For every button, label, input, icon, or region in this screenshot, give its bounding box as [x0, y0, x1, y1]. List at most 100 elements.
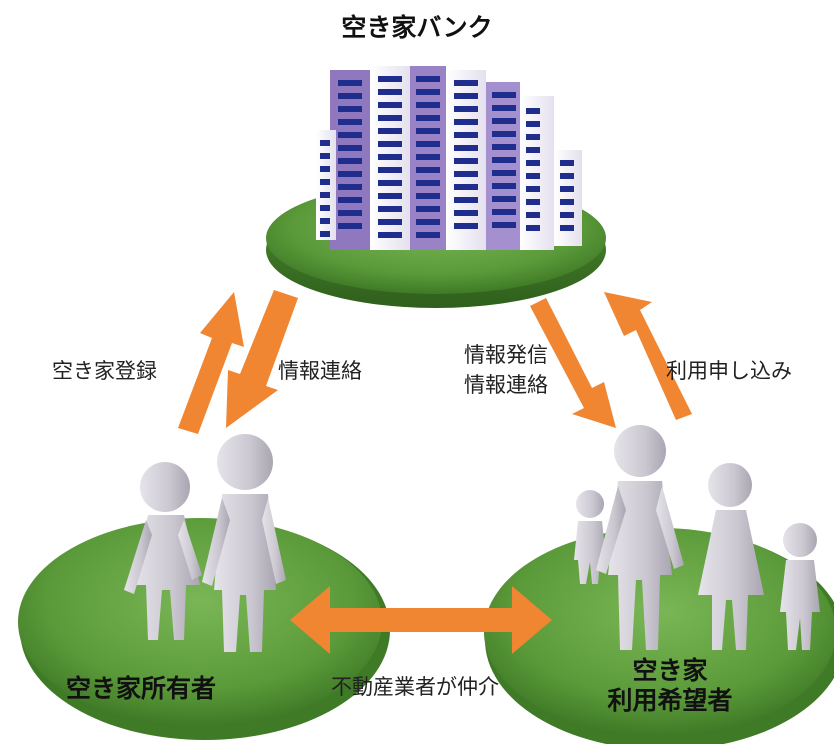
building-window — [492, 157, 516, 163]
building-window — [416, 154, 440, 160]
building-window — [320, 179, 330, 185]
building-window — [454, 158, 478, 164]
building-window — [320, 140, 330, 146]
building-window — [560, 160, 574, 166]
building-window — [320, 153, 330, 159]
building-window — [492, 209, 516, 215]
building-window — [378, 180, 402, 186]
building-window — [378, 154, 402, 160]
building-window — [526, 160, 540, 166]
building-window — [338, 119, 362, 125]
building-window — [526, 134, 540, 140]
building-window — [338, 210, 362, 216]
building-window — [526, 147, 540, 153]
building-window — [338, 80, 362, 86]
building-window — [416, 180, 440, 186]
building-window — [454, 93, 478, 99]
building-window — [338, 106, 362, 112]
label-owner-user: 不動産業者が仲介 — [331, 675, 499, 699]
building-window — [492, 92, 516, 98]
building-window — [492, 183, 516, 189]
label-bank-to-user-1: 情報発信 — [464, 343, 548, 367]
building-window — [416, 89, 440, 95]
building-window — [320, 218, 330, 224]
building-window — [338, 184, 362, 190]
building-window — [338, 132, 362, 138]
building-window — [526, 212, 540, 218]
building-window — [338, 223, 362, 229]
building-window — [416, 219, 440, 225]
building-window — [492, 222, 516, 228]
building-window — [338, 158, 362, 164]
building-window — [560, 225, 574, 231]
diagram-title: 空き家バンク — [341, 13, 493, 42]
building-window — [454, 210, 478, 216]
building-window — [378, 76, 402, 82]
building-window — [492, 118, 516, 124]
arrow-bank-to-owner — [226, 290, 298, 428]
building-window — [378, 206, 402, 212]
building-window — [416, 206, 440, 212]
building-window — [378, 219, 402, 225]
building-window — [320, 166, 330, 172]
building-window — [492, 131, 516, 137]
building-window — [454, 184, 478, 190]
building-window — [416, 115, 440, 121]
building-window — [454, 119, 478, 125]
building-window — [454, 197, 478, 203]
building-window — [416, 193, 440, 199]
owner-platform — [18, 518, 390, 740]
user-label-line2: 利用希望者 — [607, 686, 733, 715]
building-window — [338, 197, 362, 203]
apartment-building-icon — [316, 66, 582, 250]
building-window — [526, 108, 540, 114]
building-window — [526, 173, 540, 179]
building-window — [320, 231, 330, 237]
arrow-user-to-bank — [604, 292, 692, 420]
building-window — [378, 115, 402, 121]
building-window — [454, 145, 478, 151]
label-owner-to-bank: 空き家登録 — [52, 359, 157, 383]
building-window — [378, 141, 402, 147]
label-bank-to-user-2: 情報連絡 — [464, 373, 548, 397]
arrow-owner-user — [290, 586, 552, 654]
building-window — [320, 205, 330, 211]
building-window — [454, 106, 478, 112]
building-window — [492, 144, 516, 150]
building-window — [416, 102, 440, 108]
label-user-to-bank: 利用申し込み — [666, 359, 792, 383]
building-window — [454, 223, 478, 229]
building-window — [526, 199, 540, 205]
building-window — [378, 167, 402, 173]
building-window — [454, 171, 478, 177]
building-window — [526, 186, 540, 192]
building-window — [560, 186, 574, 192]
owner-label: 空き家所有者 — [66, 674, 217, 703]
building-window — [378, 232, 402, 238]
building-window — [378, 89, 402, 95]
building-window — [378, 102, 402, 108]
building-window — [338, 93, 362, 99]
family-people-icon — [574, 425, 820, 650]
arrow-owner-to-bank — [178, 292, 244, 434]
building-window — [560, 212, 574, 218]
building-window — [416, 76, 440, 82]
couple-people-icon — [124, 434, 286, 652]
building-window — [416, 232, 440, 238]
building-window — [416, 128, 440, 134]
building-window — [526, 225, 540, 231]
building-window — [378, 128, 402, 134]
building-window — [492, 196, 516, 202]
building-window — [338, 145, 362, 151]
building-window — [416, 167, 440, 173]
building-window — [320, 192, 330, 198]
user-label-line1: 空き家 — [632, 656, 708, 685]
building-window — [492, 170, 516, 176]
building-window — [560, 173, 574, 179]
building-window — [454, 132, 478, 138]
building-window — [416, 141, 440, 147]
building-window — [378, 193, 402, 199]
label-bank-to-owner: 情報連絡 — [278, 359, 362, 383]
building-window — [492, 105, 516, 111]
